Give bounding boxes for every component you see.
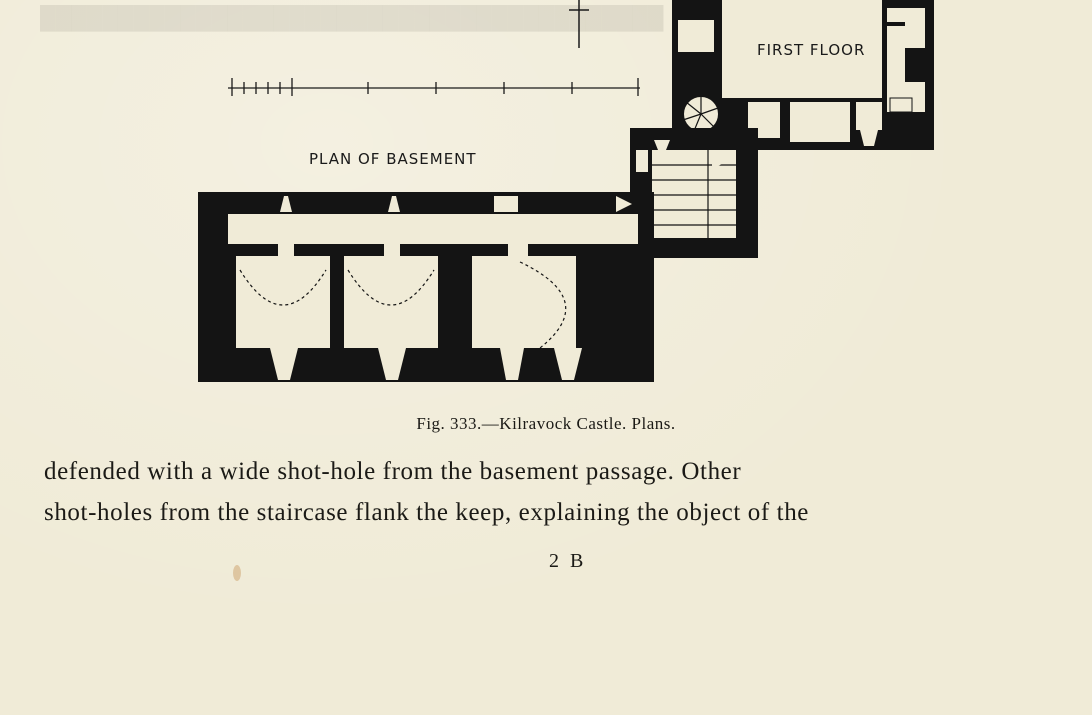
- basement-label: PLAN OF BASEMENT: [309, 150, 477, 168]
- body-text-line-2: shot-holes from the staircase flank the …: [44, 499, 809, 526]
- signature-mark: 2 B: [549, 550, 587, 572]
- show-through-line: ████████████████████████████████████████: [40, 5, 664, 30]
- scale-bar: [228, 78, 640, 96]
- north-cross-mark: [569, 0, 589, 48]
- paper-stain: [233, 565, 241, 581]
- castle-plan-drawing: [198, 0, 934, 382]
- first-floor-label: FIRST FLOOR: [757, 41, 866, 59]
- basement-plan: [198, 192, 654, 382]
- body-text-line-1: defended with a wide shot-hole from the …: [44, 458, 742, 485]
- first-floor-plan: [672, 0, 934, 150]
- figure-caption: Fig. 333.—Kilravock Castle. Plans.: [416, 414, 676, 433]
